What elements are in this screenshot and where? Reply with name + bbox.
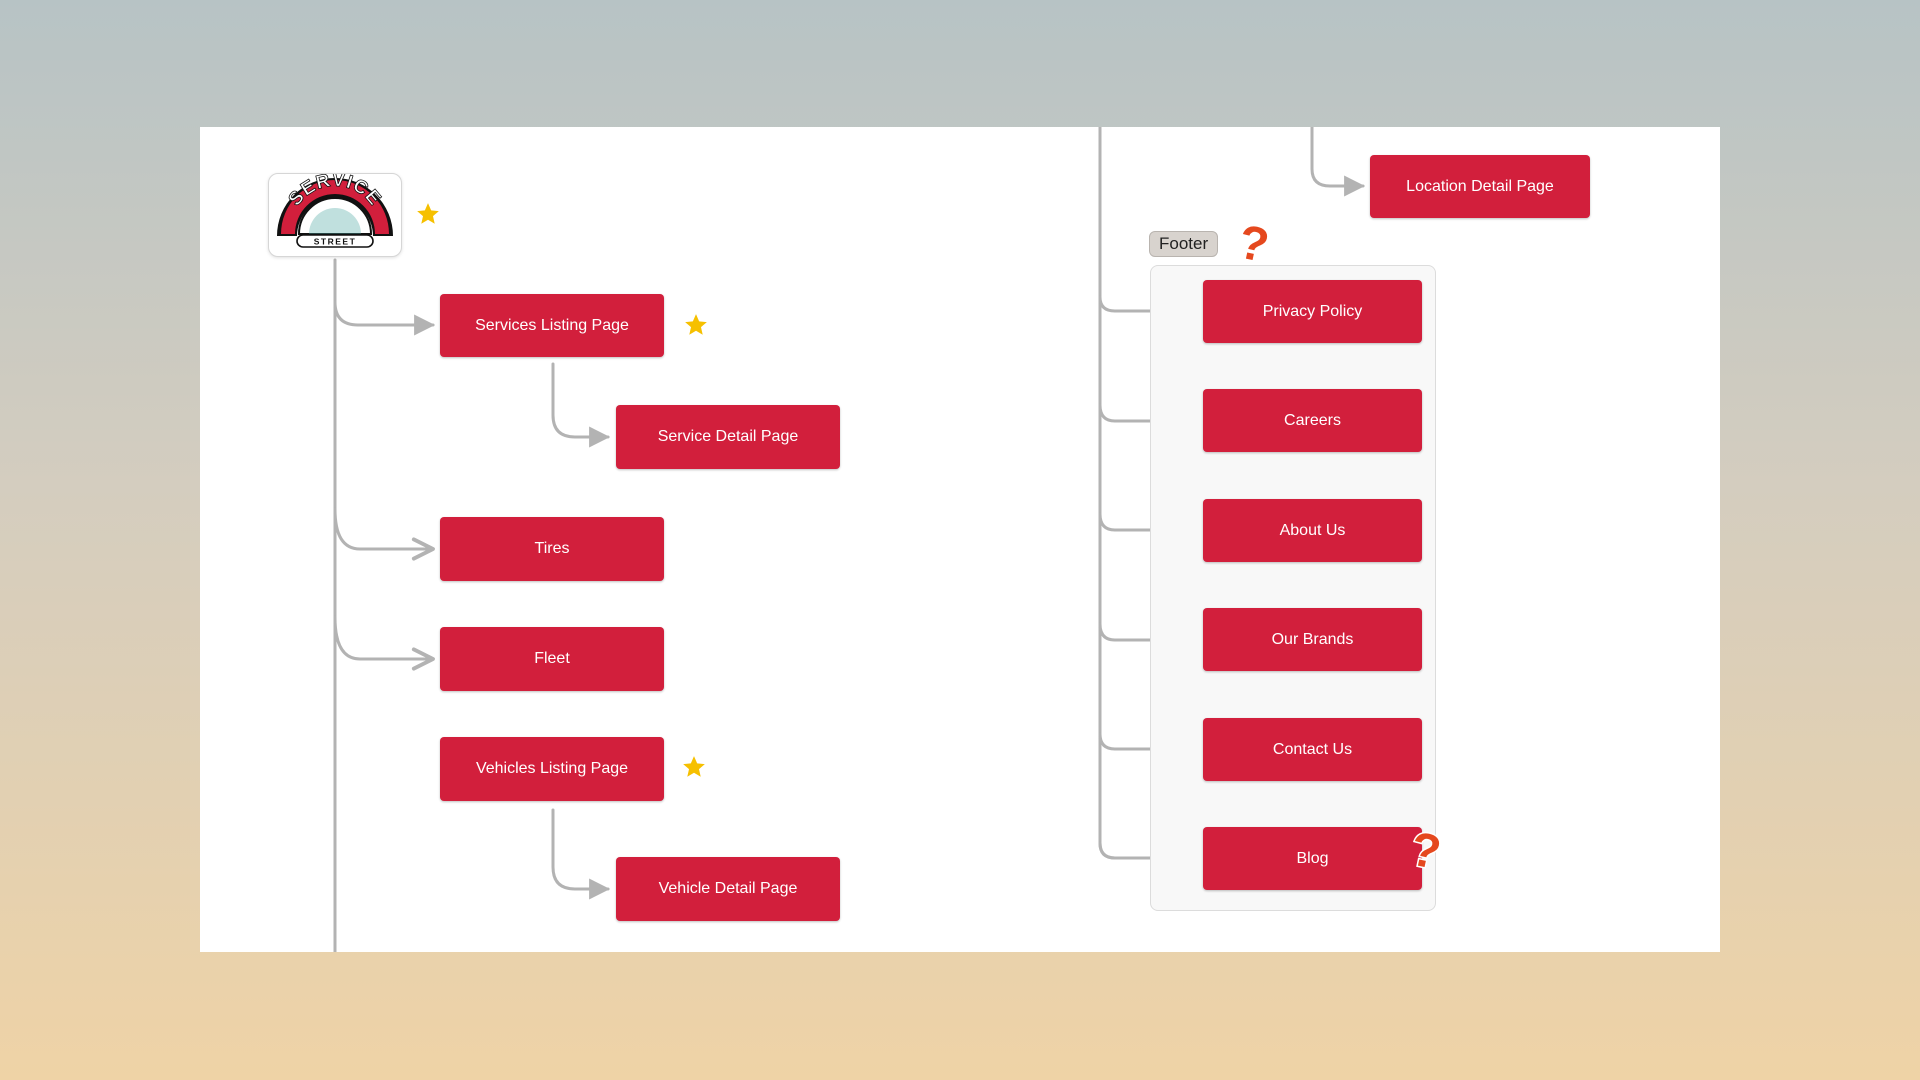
sitemap-board: SERVICE STREET Services Listing Page Ser… <box>200 127 1720 952</box>
node-tires[interactable]: Tires <box>440 517 664 581</box>
node-blog[interactable]: Blog <box>1203 827 1422 890</box>
node-service-detail-page[interactable]: Service Detail Page <box>616 405 840 469</box>
node-vehicle-detail-page[interactable]: Vehicle Detail Page <box>616 857 840 921</box>
star-icon <box>417 203 439 224</box>
svg-text:?: ? <box>1234 216 1274 268</box>
star-icon <box>683 756 705 777</box>
footer-group <box>1150 265 1436 911</box>
node-contact-us[interactable]: Contact Us <box>1203 718 1422 781</box>
node-careers[interactable]: Careers <box>1203 389 1422 452</box>
node-services-listing-page[interactable]: Services Listing Page <box>440 294 664 357</box>
node-vehicles-listing-page[interactable]: Vehicles Listing Page <box>440 737 664 801</box>
star-icon <box>685 314 707 335</box>
logo-arch-icon: SERVICE STREET <box>277 169 393 248</box>
question-mark-icon: ? <box>1405 823 1447 875</box>
node-fleet[interactable]: Fleet <box>440 627 664 691</box>
node-our-brands[interactable]: Our Brands <box>1203 608 1422 671</box>
logo-bottom-text: STREET <box>314 237 357 247</box>
service-street-logo: SERVICE STREET <box>268 169 402 257</box>
node-location-detail-page[interactable]: Location Detail Page <box>1370 155 1590 218</box>
node-about-us[interactable]: About Us <box>1203 499 1422 562</box>
footer-label: Footer <box>1149 231 1219 257</box>
node-privacy-policy[interactable]: Privacy Policy <box>1203 280 1422 343</box>
svg-text:?: ? <box>1406 823 1446 875</box>
connector-lines <box>333 127 1366 952</box>
question-mark-icon: ? <box>1233 216 1275 268</box>
